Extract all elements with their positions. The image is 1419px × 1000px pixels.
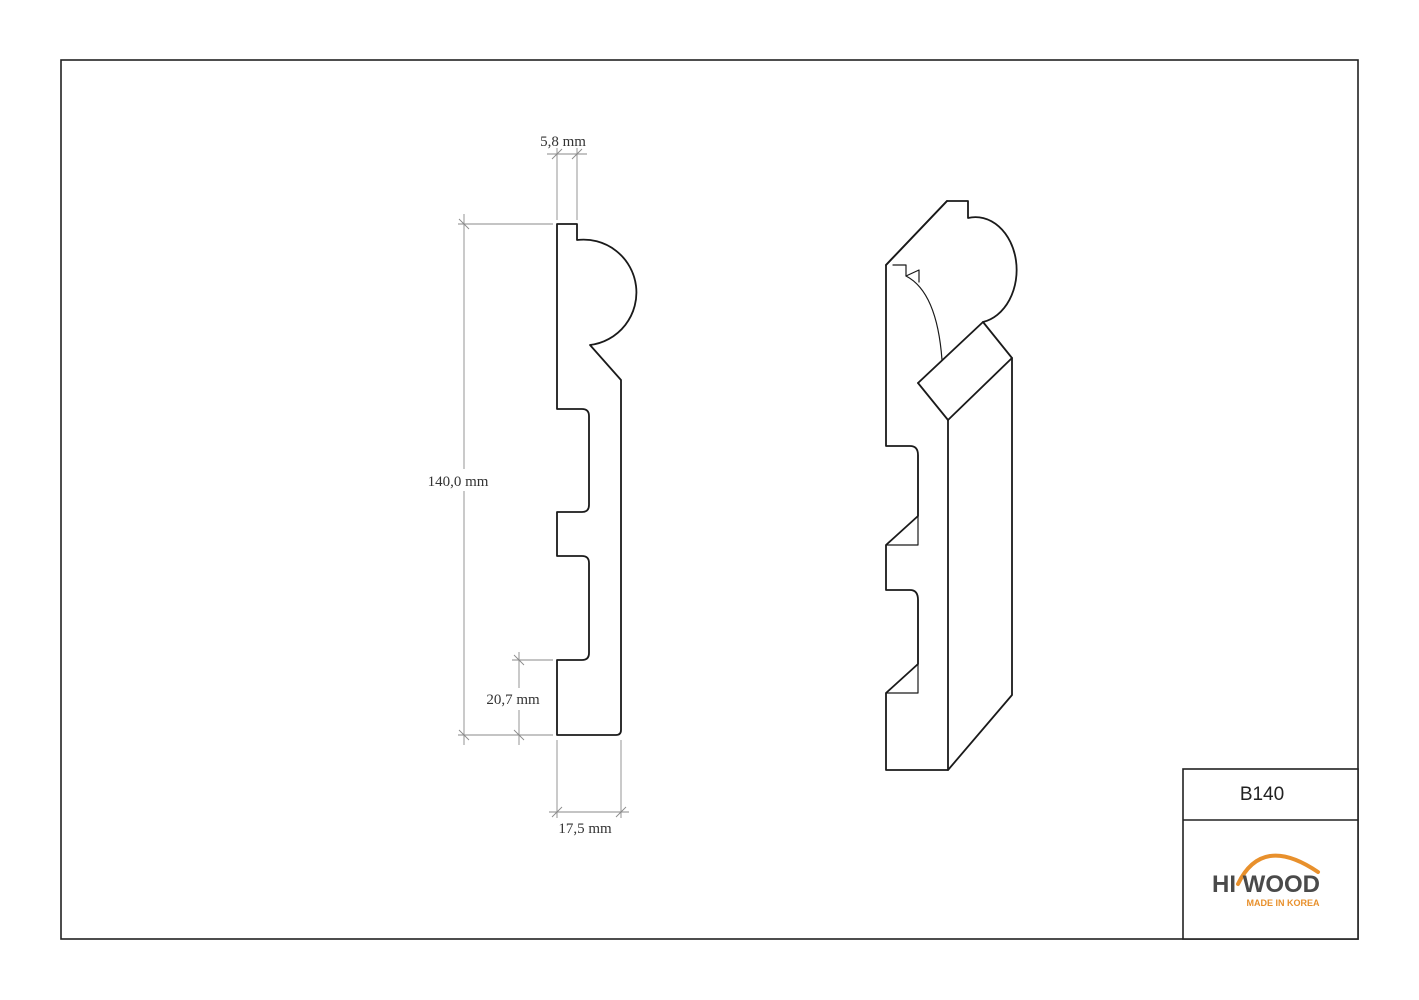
dimension-label-thickness: 17,5 mm bbox=[558, 821, 612, 837]
logo-arc-icon bbox=[1236, 853, 1320, 886]
dimension-label-bottom-offset: 20,7 mm bbox=[486, 692, 540, 708]
drawing-frame bbox=[60, 59, 1359, 940]
product-code: B140 bbox=[1240, 784, 1284, 805]
isometric-view bbox=[885, 200, 1018, 771]
dimension-top-width bbox=[547, 148, 587, 220]
dimension-thickness bbox=[549, 740, 629, 818]
logo-tagline: MADE IN KOREA bbox=[1246, 898, 1320, 908]
dimension-label-top-width: 5,8 mm bbox=[540, 134, 586, 150]
dimension-label-height: 140,0 mm bbox=[428, 474, 489, 490]
logo-brand-text: HI WOOD bbox=[1212, 871, 1320, 898]
profile-section bbox=[556, 223, 638, 736]
hiwood-logo: HI WOOD MADE IN KOREA bbox=[1212, 853, 1320, 908]
